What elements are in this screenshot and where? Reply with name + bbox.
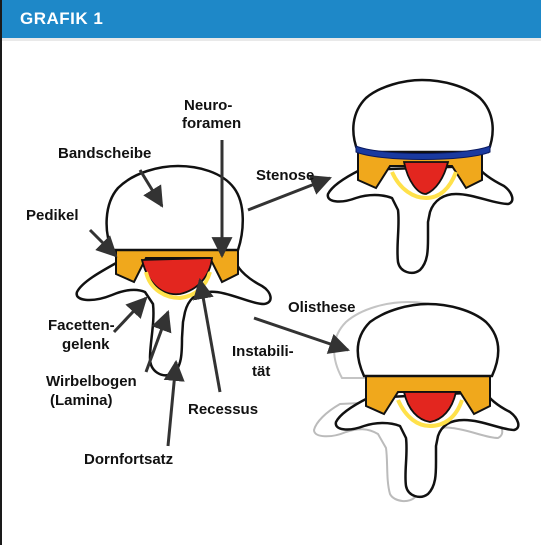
vertebra-olisthesis [314, 302, 518, 501]
label-wirbelbogen-1: Wirbelbogen [46, 373, 137, 390]
label-wirbelbogen-2: (Lamina) [50, 392, 113, 409]
vertebra-stenosis [328, 80, 513, 273]
arrow-recessus [200, 280, 220, 392]
label-olisthese: Olisthese [288, 299, 356, 316]
label-neuroforamen-1: Neuro- [184, 97, 232, 114]
label-instabilitaet-2: tät [252, 363, 270, 380]
label-facettengelenk-2: gelenk [62, 336, 110, 353]
label-stenose: Stenose [256, 167, 314, 184]
label-dornfortsatz: Dornfortsatz [84, 451, 173, 468]
label-pedikel: Pedikel [26, 207, 79, 224]
label-recessus: Recessus [188, 401, 258, 418]
label-facettengelenk-1: Facetten- [48, 317, 115, 334]
arrow-facettengelenk [114, 298, 146, 332]
label-neuroforamen-2: foramen [182, 115, 241, 132]
label-instabilitaet-1: Instabili- [232, 343, 294, 360]
label-bandscheibe: Bandscheibe [58, 145, 151, 162]
vertebra-stenosis-disc [353, 80, 492, 152]
vertebra-olisthesis-disc [358, 304, 499, 376]
